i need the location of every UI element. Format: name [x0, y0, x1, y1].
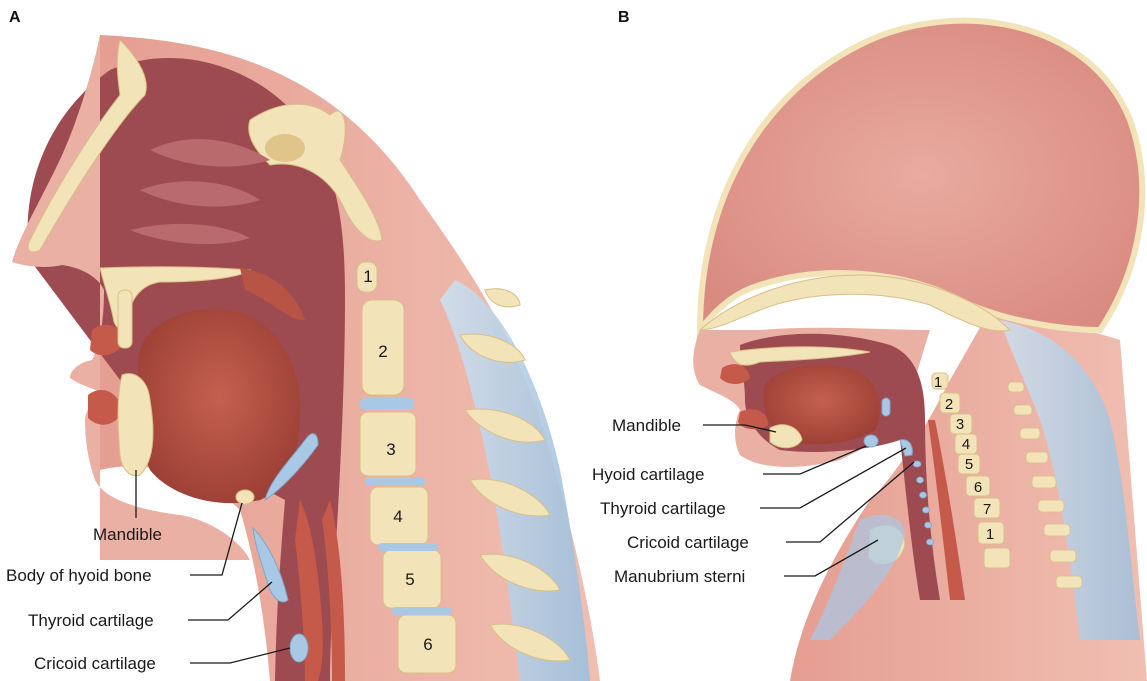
panel-b-epiglottis [882, 398, 890, 416]
panel-b-vertebra-6-label: 6 [974, 479, 982, 496]
panel-b-vertebra-2-label: 2 [945, 396, 953, 413]
panel-a-sphenoid-sinus [265, 134, 305, 162]
panel-a-cricoid-cartilage [290, 634, 308, 662]
panel-a-vertebra-5-label: 5 [405, 570, 414, 589]
panel-a-hyoid-bone [236, 490, 254, 504]
panel-a: A [6, 9, 600, 681]
panel-a-disc-1 [360, 398, 414, 410]
panel-a-vertebra-4-label: 4 [393, 507, 402, 526]
panel-b-hyoid-cartilage [864, 435, 878, 447]
panel-a-disc-2 [365, 477, 425, 486]
panel-a-letter: A [9, 9, 21, 26]
panel-b-mandible-label: Mandible [612, 416, 681, 435]
panel-b-vertebra-1-label: 1 [934, 374, 942, 391]
panel-a-vertebra-3-label: 3 [386, 440, 395, 459]
panel-b-thyroid-label: Thyroid cartilage [600, 499, 726, 518]
panel-a-vertebra-1-label: 1 [363, 267, 372, 286]
panel-b: B [592, 9, 1147, 681]
panel-b-vertebra-t2-shape [984, 548, 1010, 568]
panel-a-disc-3 [378, 543, 438, 551]
panel-a-upper-incisor [118, 290, 132, 348]
panel-b-vertebra-3-label: 3 [956, 416, 964, 433]
panel-b-vertebra-7-label: 7 [983, 501, 991, 518]
panel-a-mandible-bone [118, 374, 153, 476]
panel-b-cricoid-label: Cricoid cartilage [627, 533, 749, 552]
panel-a-cricoid-label: Cricoid cartilage [34, 654, 156, 673]
panel-a-tongue [138, 309, 300, 503]
panel-a-mandible-label: Mandible [93, 525, 162, 544]
panel-b-hyoid-label: Hyoid cartilage [592, 465, 704, 484]
panel-a-hyoid-label: Body of hyoid bone [6, 566, 152, 585]
panel-a-thyroid-label: Thyroid cartilage [28, 611, 154, 630]
panel-a-disc-4 [392, 607, 452, 615]
panel-b-vertebra-t1-label: 1 [986, 526, 994, 543]
panel-b-manubrium-label: Manubrium sterni [614, 567, 745, 586]
panel-b-vertebra-4-label: 4 [962, 436, 970, 453]
panel-b-letter: B [618, 9, 630, 26]
panel-a-vertebra-2-label: 2 [378, 342, 387, 361]
panel-a-vertebra-6-label: 6 [423, 635, 432, 654]
panel-b-vertebra-5-label: 5 [965, 456, 973, 473]
